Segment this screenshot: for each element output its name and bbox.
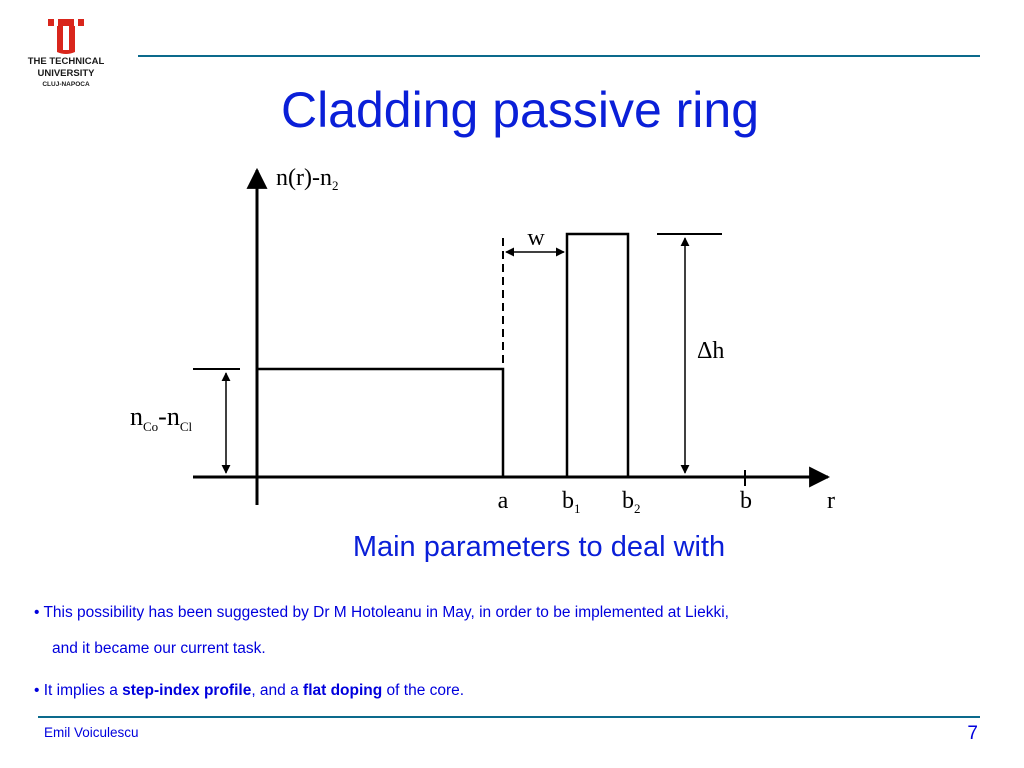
university-logo: THE TECHNICAL UNIVERSITY CLUJ-NAPOCA: [14, 16, 118, 92]
logo-text-line-2: UNIVERSITY: [37, 68, 95, 79]
logo-text-line-3: CLUJ-NAPOCA: [42, 81, 90, 88]
footer-author: Emil Voiculescu: [44, 725, 139, 740]
footer-divider: [38, 716, 980, 718]
bullet-2-text-mid: , and a: [251, 682, 304, 699]
y-axis-label: n(r)-n2: [276, 165, 338, 193]
bullet-2-text-start: • It implies a: [34, 682, 123, 699]
x-axis-label: r: [827, 488, 835, 514]
delta-h-label: Δh: [697, 338, 724, 364]
core-index-difference-label: nCo-nCl: [130, 402, 193, 434]
bullet-2-bold-flat-doping: flat doping: [303, 682, 383, 699]
logo-emblem-icon: [48, 19, 84, 54]
tick-label-b2: b2: [622, 488, 641, 516]
tick-label-b: b: [740, 488, 752, 514]
tick-label-b1: b1: [562, 488, 581, 516]
bullet-2: • It implies a step-index profile, and a…: [34, 682, 464, 700]
passive-ring-profile: [565, 232, 630, 477]
bullet-2-text-end: of the core.: [382, 682, 465, 699]
logo-text-line-1: THE TECHNICAL: [27, 56, 105, 67]
tick-label-a: a: [498, 488, 509, 514]
bullet-1-continuation: and it became our current task.: [52, 640, 266, 657]
bullet-1: • This possibility has been suggested by…: [34, 604, 729, 621]
page-number: 7: [967, 723, 978, 744]
header-divider: [138, 55, 980, 57]
slide-title: Cladding passive ring: [280, 82, 760, 138]
bullet-2-bold-step-index: step-index profile: [122, 682, 252, 699]
width-label: w: [527, 225, 545, 251]
diagram-caption: Main parameters to deal with: [352, 531, 726, 563]
core-step-profile: [257, 367, 505, 477]
